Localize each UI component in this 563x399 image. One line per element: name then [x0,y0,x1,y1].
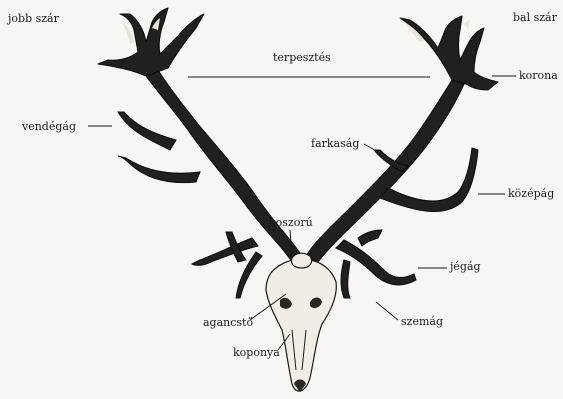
label-coronet: koszorú [269,216,313,229]
left-antler [306,16,498,298]
label-left-beam: bal szár [513,11,558,24]
label-brow-tine: jégág [448,260,481,273]
label-wolf-tine: farkaság [311,137,359,150]
wolf-tine-leader [364,144,378,152]
label-bez-tine: vendégág [21,120,76,133]
label-trez-tine: középág [508,187,554,200]
label-skull: koponya [233,346,280,359]
label-pedicle: agancstő [203,316,253,329]
skull [266,253,336,392]
label-right-beam: jobb szár [6,12,60,25]
eye-tine-leader [376,302,398,320]
right-antler [98,8,302,298]
label-eye-tine: szemág [401,315,443,328]
label-spread: terpesztés [273,51,331,64]
label-crown: korona [519,69,558,82]
